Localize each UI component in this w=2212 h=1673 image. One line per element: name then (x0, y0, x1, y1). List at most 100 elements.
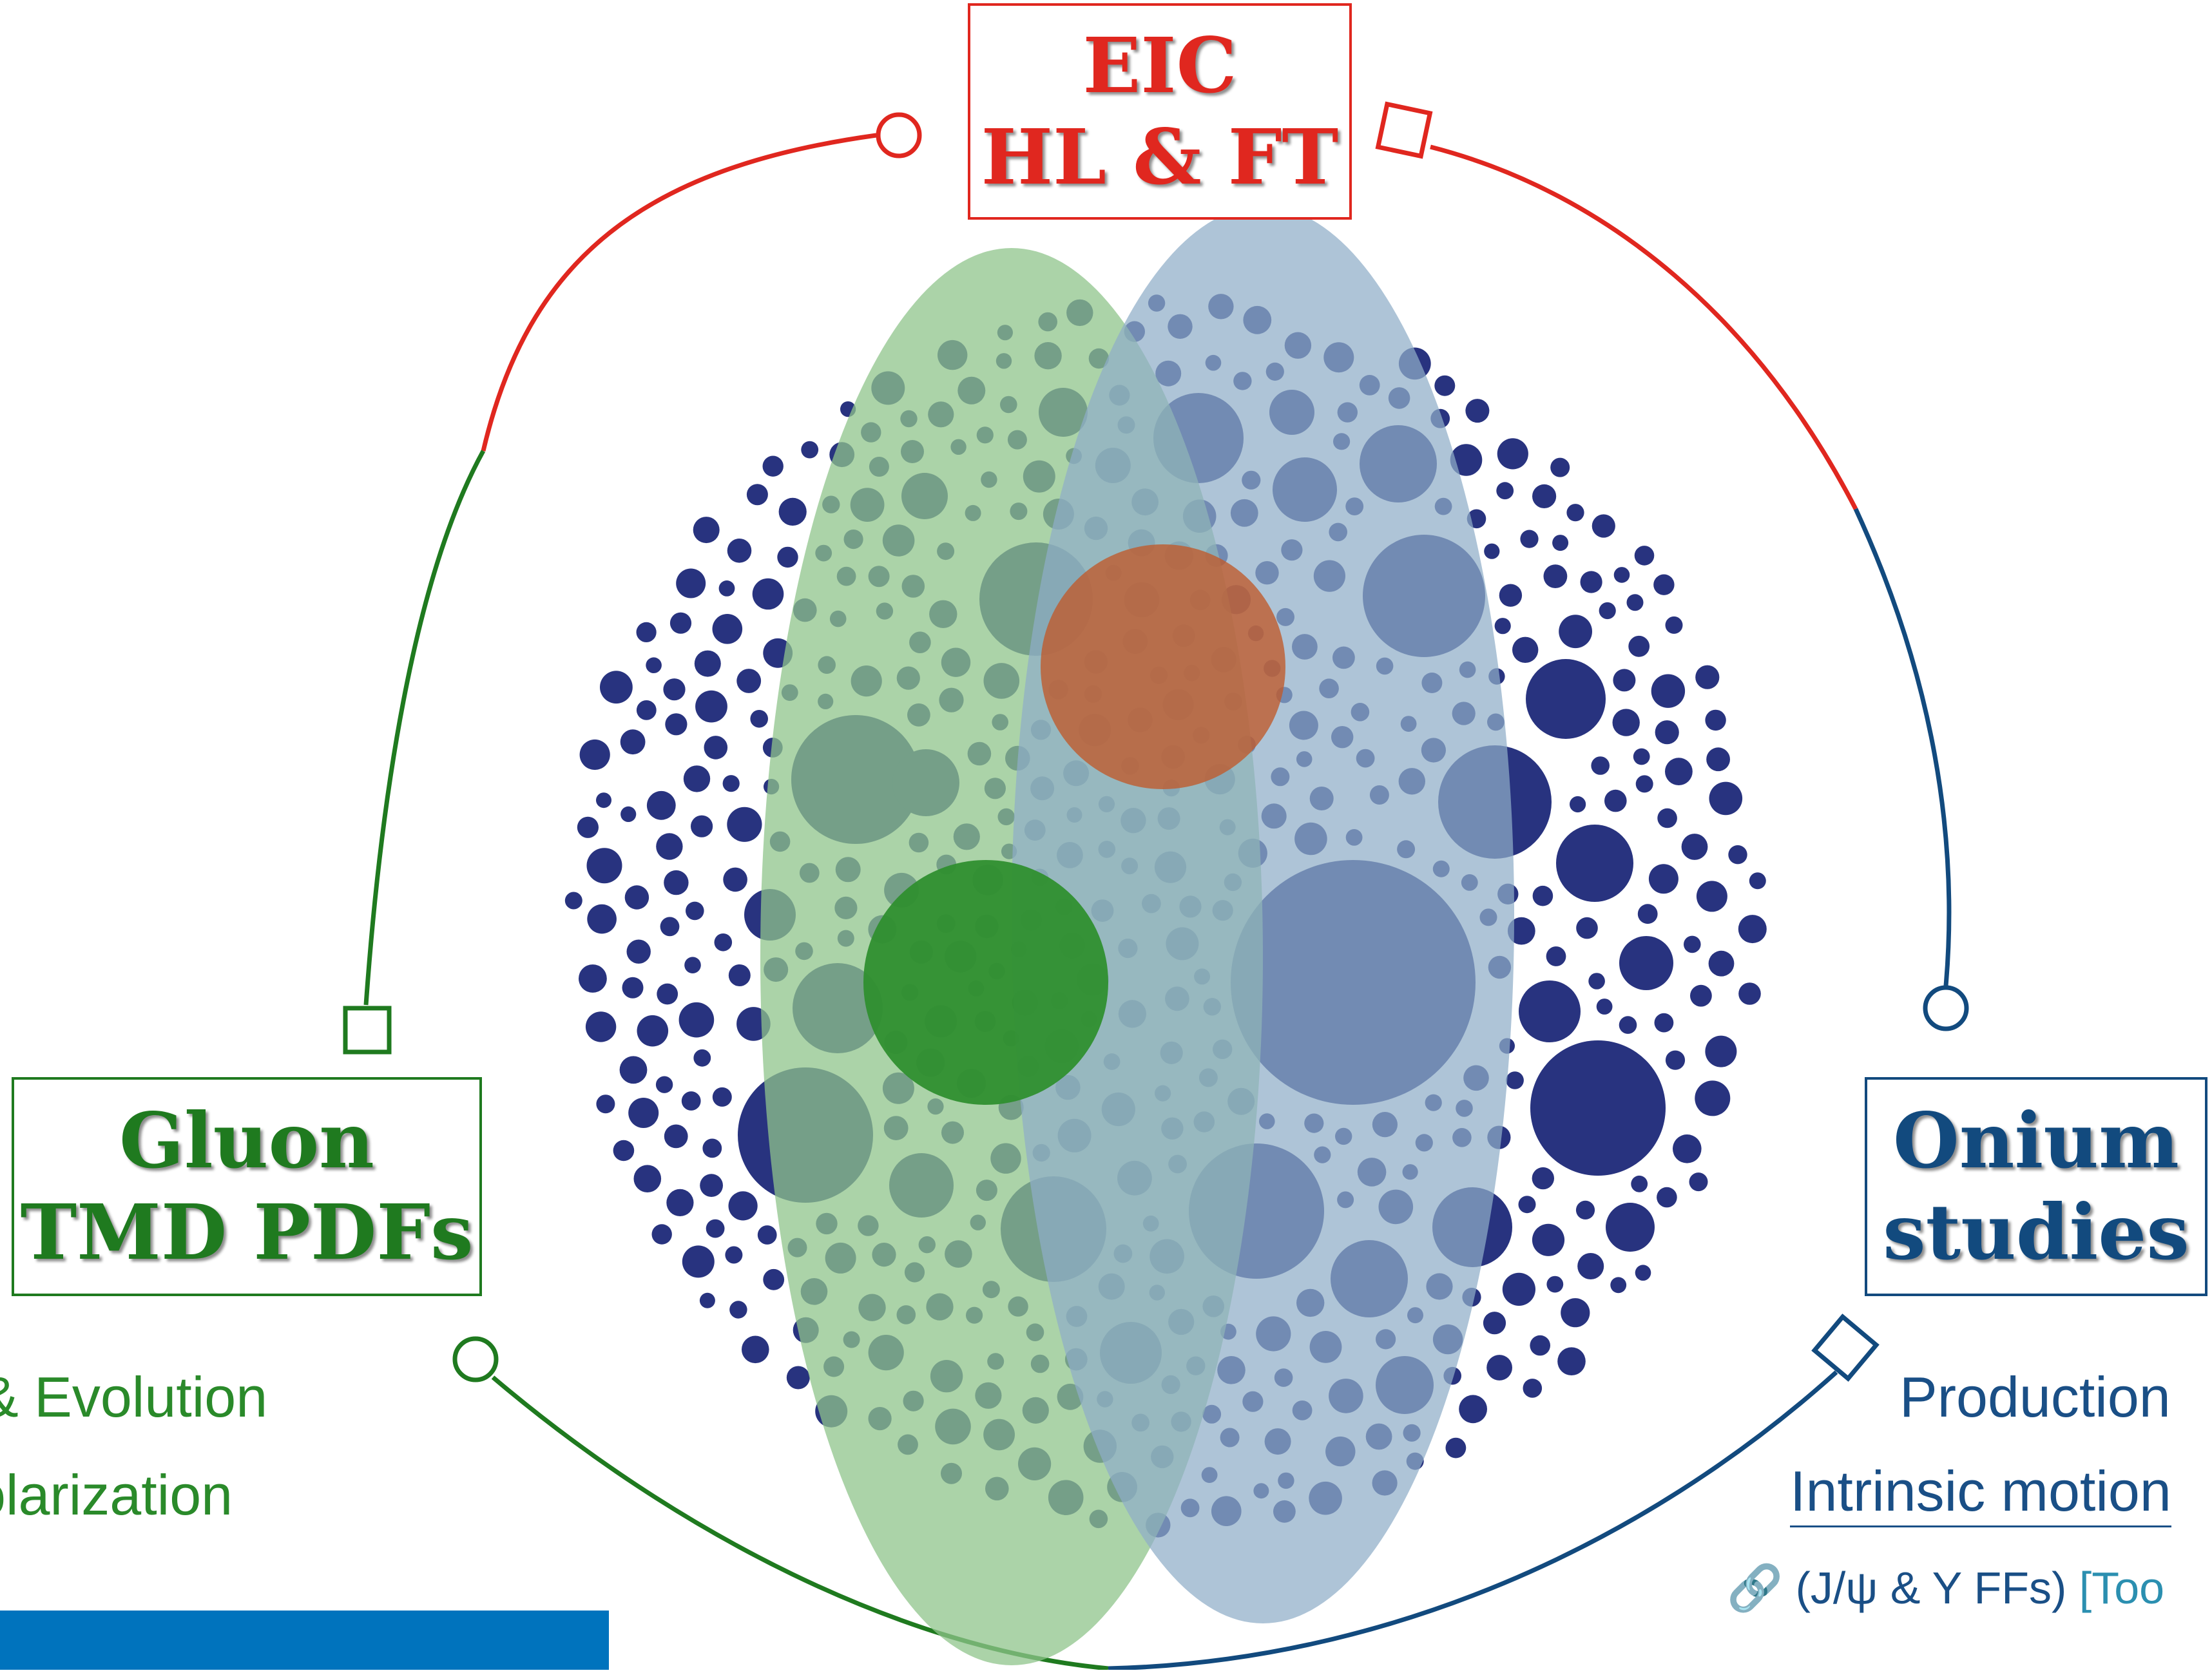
dot (1708, 950, 1735, 977)
green-highlight-circle (863, 860, 1108, 1105)
dot (1450, 444, 1483, 476)
dot (577, 816, 599, 838)
dot (725, 1246, 743, 1264)
dot (1619, 1016, 1637, 1034)
dot (1580, 571, 1602, 593)
dot (1546, 946, 1566, 966)
dot (1532, 1223, 1565, 1256)
dot (1709, 781, 1743, 816)
dot (1648, 864, 1678, 894)
dot (1628, 635, 1650, 657)
dot (1556, 825, 1633, 902)
dot (600, 671, 633, 704)
dot (1588, 973, 1605, 989)
dot (1673, 1134, 1702, 1163)
dot (620, 729, 646, 755)
dot (655, 1076, 673, 1093)
dot (1604, 789, 1627, 812)
right-note-intrinsic-motion[interactable]: Intrinsic motion (1790, 1458, 2171, 1527)
dot (728, 1191, 758, 1221)
dot (596, 1095, 615, 1114)
dot (1465, 399, 1490, 423)
dot (1690, 984, 1712, 1007)
dot (585, 1011, 617, 1042)
dot (1483, 1312, 1506, 1335)
eic-title: EIC (1082, 21, 1237, 110)
ring-arc-blue-bottom (1108, 1370, 1838, 1671)
dot (1665, 758, 1693, 785)
square-connector-icon (1375, 101, 1433, 159)
dot (1635, 775, 1653, 793)
dot (579, 739, 610, 770)
dot (619, 1056, 648, 1084)
dot (1506, 1071, 1524, 1089)
dot (746, 484, 768, 506)
dot (695, 690, 727, 723)
dot (1749, 872, 1766, 890)
dot (704, 736, 728, 760)
dot (656, 833, 683, 860)
dot (1518, 1196, 1536, 1214)
dot (1484, 543, 1500, 559)
dot (626, 939, 651, 964)
dot (1520, 530, 1539, 548)
gluon-subtitle: TMD PDFs (20, 1187, 474, 1277)
dot (1494, 618, 1511, 635)
dot (1665, 1050, 1686, 1070)
left-note-polarization: olarization (0, 1463, 233, 1527)
dot (702, 1138, 722, 1158)
dot (683, 765, 711, 792)
dot (693, 1049, 711, 1067)
dot (579, 964, 607, 993)
dot (1695, 1080, 1731, 1116)
dot (1633, 748, 1650, 765)
dot (587, 904, 617, 934)
dot (712, 1087, 732, 1107)
right-note-production: Production (1899, 1365, 2171, 1429)
dot (1532, 484, 1557, 509)
dot (777, 546, 798, 568)
dot (633, 1165, 662, 1192)
ring-arc-green-left (363, 450, 486, 1006)
dot (1696, 881, 1727, 912)
square-connector-icon (343, 1006, 392, 1055)
right-note-ffs: 🔗 (J/ψ & Υ FFs) [Too (1727, 1562, 2164, 1615)
dot (1459, 1395, 1488, 1424)
dot (1613, 669, 1636, 692)
link-icon[interactable]: 🔗 (1727, 1563, 1784, 1613)
dot (1552, 535, 1569, 551)
dot (1634, 546, 1655, 566)
dot (1612, 709, 1640, 736)
dot (727, 539, 752, 563)
dot (1651, 674, 1686, 708)
dot (1728, 845, 1747, 865)
dot (1610, 1277, 1627, 1294)
dot (736, 669, 762, 693)
dot (1550, 457, 1570, 477)
dot (700, 1174, 723, 1197)
dot (637, 1015, 669, 1047)
circle-connector-icon (1923, 985, 1969, 1031)
dot (1577, 1253, 1604, 1279)
dot (1705, 709, 1726, 731)
dot (763, 1268, 785, 1290)
dot (586, 848, 622, 884)
eic-box: EIC HL & FT (968, 3, 1352, 220)
dot (1499, 584, 1523, 607)
dot (1592, 514, 1615, 538)
dot (722, 775, 740, 792)
dot (1695, 665, 1720, 689)
gluon-title: Gluon (119, 1096, 374, 1185)
dot (1635, 1265, 1651, 1281)
ffs-reference[interactable]: [Too (2079, 1563, 2165, 1613)
onium-subtitle: studies (1883, 1187, 2189, 1277)
dot (628, 1098, 659, 1128)
dot (636, 700, 657, 720)
dot (678, 1002, 715, 1038)
dot (657, 983, 678, 1005)
eic-subtitle: HL & FT (981, 112, 1339, 202)
square-connector-icon (1811, 1314, 1880, 1382)
circle-connector-icon (876, 112, 922, 158)
dot (693, 517, 720, 544)
dot (1591, 756, 1610, 775)
